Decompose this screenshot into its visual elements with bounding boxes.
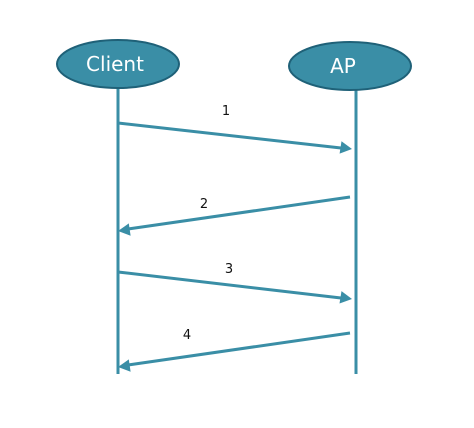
message-3-arrowhead <box>339 291 352 304</box>
client-node-label: Client <box>86 52 144 76</box>
message-2: 2 <box>118 195 351 236</box>
message-1-label: 1 <box>222 104 230 119</box>
message-4-line <box>127 331 351 367</box>
message-3: 3 <box>117 262 352 304</box>
message-2-label: 2 <box>200 197 208 212</box>
client-node-shape <box>56 39 180 89</box>
message-4: 4 <box>118 328 351 372</box>
message-1-line <box>117 121 342 150</box>
message-4-arrowhead <box>118 359 131 372</box>
ap-node-label: AP <box>330 54 356 78</box>
ap-node: AP <box>288 41 412 91</box>
message-2-line <box>127 195 351 231</box>
message-3-label: 3 <box>225 262 233 277</box>
message-4-label: 4 <box>183 328 191 343</box>
message-3-line <box>117 270 342 300</box>
ap-node-shape <box>288 41 412 91</box>
message-1: 1 <box>117 104 352 154</box>
client-node: Client <box>56 39 180 89</box>
message-2-arrowhead <box>118 223 131 236</box>
message-1-arrowhead <box>339 141 352 154</box>
